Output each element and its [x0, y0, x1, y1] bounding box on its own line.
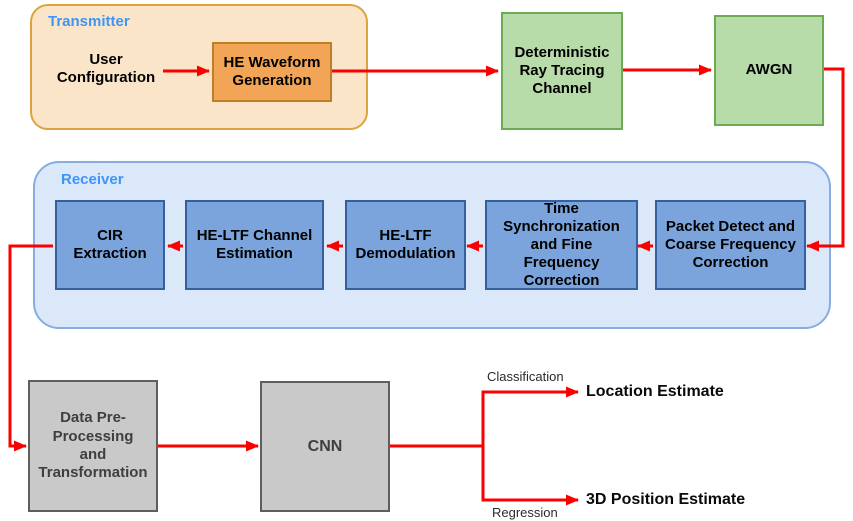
arrow-branch-to-location-estimate — [481, 386, 579, 446]
block-time-sync-fine-freq-correction: Time Synchronization and Fine Frequency … — [485, 200, 638, 290]
user-configuration-label: User Configuration — [56, 51, 156, 86]
block-packet-detect-coarse-freq-correction: Packet Detect and Coarse Frequency Corre… — [655, 200, 806, 290]
block-he-ltf-demodulation: HE-LTF Demodulation — [345, 200, 466, 290]
block-awgn: AWGN — [714, 15, 824, 126]
transmitter-label: Transmitter — [48, 13, 130, 30]
block-cnn: CNN — [260, 381, 390, 512]
location-estimate-label: Location Estimate — [586, 383, 724, 400]
receiver-label: Receiver — [61, 171, 124, 188]
block-he-waveform-generation: HE Waveform Generation — [212, 42, 332, 102]
block-cir-extraction: CIR Extraction — [55, 200, 165, 290]
classification-caption: Classification — [487, 369, 564, 384]
transmitter-container: Transmitter User Configuration HE Wavefo… — [30, 4, 368, 130]
block-data-preprocessing: Data Pre- Processing and Transformation — [28, 380, 158, 512]
arrow-branch-to-position-estimate — [481, 446, 579, 506]
block-deterministic-ray-tracing-channel: Deterministic Ray Tracing Channel — [501, 12, 623, 130]
regression-caption: Regression — [492, 505, 558, 520]
position-estimate-label: 3D Position Estimate — [586, 491, 746, 508]
block-he-ltf-channel-estimation: HE-LTF Channel Estimation — [185, 200, 324, 290]
receiver-container: Receiver CIR Extraction HE-LTF Channel E… — [33, 161, 831, 329]
